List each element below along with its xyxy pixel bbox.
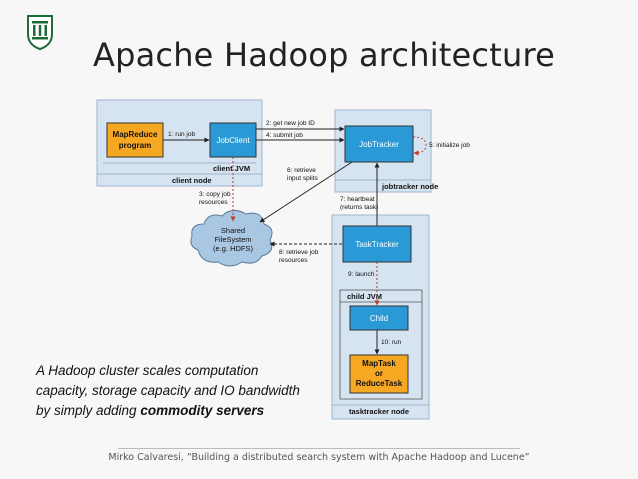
client-jvm-label: client JVM xyxy=(213,164,250,173)
caption-emphasis: commodity servers xyxy=(140,403,265,418)
child-label: Child xyxy=(370,314,388,323)
hdfs-cloud-icon: Shared FileSystem (e.g. HDFS) xyxy=(190,210,273,267)
mapreduce-program-label-1: MapReduce xyxy=(113,130,158,139)
step4-label: 4: submit job xyxy=(266,132,303,139)
step8-label-2: resources xyxy=(279,257,308,264)
child-box: Child xyxy=(349,305,409,331)
step7-label-2: (returns task) xyxy=(340,204,378,211)
maptask-label-3: ReduceTask xyxy=(356,379,403,388)
caption-line-1: A Hadoop cluster scales computation xyxy=(36,363,259,378)
hdfs-label-3: (e.g. HDFS) xyxy=(213,244,254,253)
step9-label: 9: launch xyxy=(348,271,375,278)
step6-label-1: 6: retrieve xyxy=(287,167,316,174)
maptask-box: MapTask or ReduceTask xyxy=(349,354,409,394)
slide-footer: Mirko Calvaresi, “Building a distributed… xyxy=(108,452,530,463)
jobtracker-label: JobTracker xyxy=(359,140,399,149)
tasktracker-node-label: tasktracker node xyxy=(349,407,409,416)
caption-line-2: capacity, storage capacity and IO bandwi… xyxy=(36,383,300,398)
footer-divider xyxy=(118,448,520,449)
mapreduce-program-box: MapReduce program xyxy=(106,122,164,158)
step8-label-1: 8: retrieve job xyxy=(279,249,319,256)
jobtracker-box: JobTracker xyxy=(344,125,414,163)
jobclient-label: JobClient xyxy=(216,136,250,145)
child-jvm-label: child JVM xyxy=(347,292,382,301)
mapreduce-program-label-2: program xyxy=(119,141,151,150)
step6-label-2: input splits xyxy=(287,175,318,182)
tasktracker-label: TaskTracker xyxy=(355,240,399,249)
arrow-initialize-job xyxy=(412,136,427,156)
arrow-retrieve-input-splits xyxy=(259,161,353,223)
step3-label-2: resources xyxy=(199,199,228,206)
jobclient-box: JobClient xyxy=(209,122,257,158)
step10-label: 10: run xyxy=(381,339,402,346)
step3-label-1: 3: copy job xyxy=(199,191,231,198)
hdfs-label-1: Shared xyxy=(221,226,245,235)
step1-label: 1: run job xyxy=(168,131,195,138)
step5-label: 5: initialize job xyxy=(429,142,470,149)
caption-line-3-text: by simply adding xyxy=(36,403,141,418)
client-node-label: client node xyxy=(172,176,212,185)
caption-line-3: by simply adding commodity servers xyxy=(36,401,300,421)
university-logo-icon xyxy=(27,15,53,50)
step7-label-1: 7: heartbeat xyxy=(340,196,375,203)
jobtracker-node-label: jobtracker node xyxy=(381,182,438,191)
hdfs-label-2: FileSystem xyxy=(214,235,251,244)
maptask-label-1: MapTask xyxy=(362,359,396,368)
maptask-label-2: or xyxy=(375,369,383,378)
tasktracker-box: TaskTracker xyxy=(342,225,412,263)
slide-title: Apache Hadoop architecture xyxy=(93,36,555,74)
step2-label: 2: get new job ID xyxy=(266,120,315,127)
slide-caption: A Hadoop cluster scales computation capa… xyxy=(36,361,300,421)
